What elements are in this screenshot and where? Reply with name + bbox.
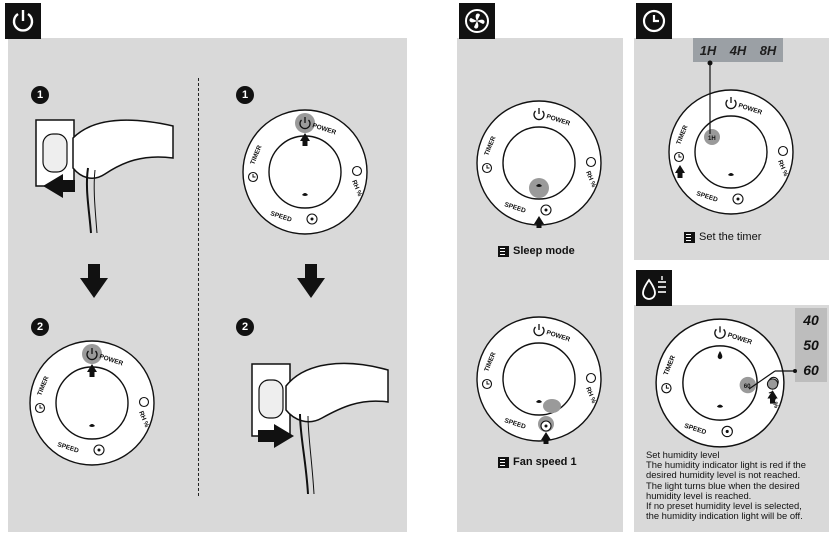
pointer-arrow	[541, 432, 551, 444]
instruction-line: humidity level is reached.	[646, 489, 752, 501]
step-number: 2	[31, 318, 49, 336]
instruction-line: the humidity indication light will be of…	[646, 510, 803, 522]
instruction-line: The humidity indicator light is red if t…	[646, 459, 806, 471]
instruction-line: Set humidity level	[646, 449, 720, 460]
step-number: 2	[236, 318, 254, 336]
highlight-spot	[543, 399, 561, 413]
clock-icon	[665, 385, 669, 389]
pointer-arrow	[534, 216, 544, 228]
fan-icon	[544, 424, 548, 428]
caption-set-timer: Set the timer	[684, 231, 761, 243]
dial-inner-ring	[502, 126, 576, 200]
fan-icon	[97, 448, 101, 452]
caption-fan-speed: Fan speed 1	[498, 456, 577, 468]
fan-icon	[736, 197, 740, 201]
humidity-instructions: Set humidity level The humidity indicato…	[646, 449, 826, 522]
instruction-line: desired humidity level is not reached.	[646, 469, 801, 481]
pointer-arrow	[300, 133, 310, 146]
caption-sleep-mode: Sleep mode	[498, 245, 575, 257]
step-number: 1	[31, 86, 49, 104]
sleep-icon	[716, 404, 724, 408]
fan-icon	[725, 429, 729, 433]
note-icon	[684, 231, 695, 243]
power-icon	[533, 110, 545, 121]
note-icon	[498, 456, 509, 468]
clock-icon	[39, 405, 43, 409]
water-drop-icon	[717, 351, 723, 360]
fan-icon	[465, 9, 489, 33]
humidity-icon	[642, 276, 666, 300]
humidity-icon	[138, 396, 150, 408]
instruction-line: The light turns blue when the desired	[646, 479, 800, 491]
timer-badge	[636, 3, 672, 39]
unplug-illustration	[251, 362, 389, 495]
dial-inner-ring	[55, 366, 129, 440]
sleep-icon	[728, 173, 734, 176]
power-icon	[533, 326, 545, 337]
sleep-icon	[302, 193, 308, 196]
highlight-spot	[739, 376, 757, 394]
down-arrow-icon	[80, 264, 108, 298]
power-icon	[714, 328, 726, 339]
humidity-icon	[585, 372, 597, 384]
humidity-icon	[777, 145, 789, 157]
humidity-badge	[636, 270, 672, 306]
down-arrow-icon	[297, 264, 325, 298]
timer-display: 1H 4H 8H	[693, 38, 783, 62]
plug-in-illustration	[35, 119, 174, 234]
humidity-levels-display: 40 50 60	[795, 308, 827, 382]
humidity-level: 40	[803, 312, 819, 329]
dial-inner-ring	[268, 135, 342, 209]
clock-icon	[678, 154, 682, 158]
power-icon	[12, 10, 34, 32]
step-number: 1	[236, 86, 254, 104]
humidity-level: 50	[803, 336, 819, 353]
pointer-arrow	[767, 390, 778, 404]
clock-icon	[252, 174, 256, 178]
timer-option: 8H	[759, 42, 777, 58]
power-icon	[299, 119, 311, 130]
timer-pointer-line	[707, 60, 713, 134]
timer-option: 1H	[699, 42, 717, 58]
power-icon	[86, 350, 98, 361]
humidity-icon	[351, 165, 363, 177]
power-icon	[725, 99, 737, 110]
sleep-icon	[89, 424, 95, 427]
highlight-spot	[529, 178, 549, 198]
instruction-line: If no preset humidity level is selected,	[646, 500, 802, 512]
power-badge	[5, 3, 41, 39]
dial-inner-ring	[502, 342, 576, 416]
clock-icon	[486, 381, 490, 385]
clock-icon	[642, 9, 666, 33]
humidity-selected-label: 60	[744, 383, 751, 390]
timer-selected-label: 1H	[708, 136, 716, 142]
divider	[198, 78, 199, 496]
clock-icon	[486, 165, 490, 169]
sleep-icon	[536, 184, 542, 187]
fan-badge	[459, 3, 495, 39]
fan-icon	[310, 217, 314, 221]
humidity-level: 60	[803, 361, 819, 378]
humidity-icon	[585, 156, 597, 168]
pointer-arrow	[87, 364, 97, 377]
timer-option: 4H	[729, 42, 747, 58]
highlight-spot	[766, 378, 779, 390]
highlight-spot	[704, 129, 720, 145]
humidity-pointer-line	[748, 369, 797, 390]
pointer-arrow	[675, 165, 685, 178]
fan-icon	[544, 208, 548, 212]
note-icon	[498, 245, 509, 257]
sleep-icon	[536, 400, 542, 403]
